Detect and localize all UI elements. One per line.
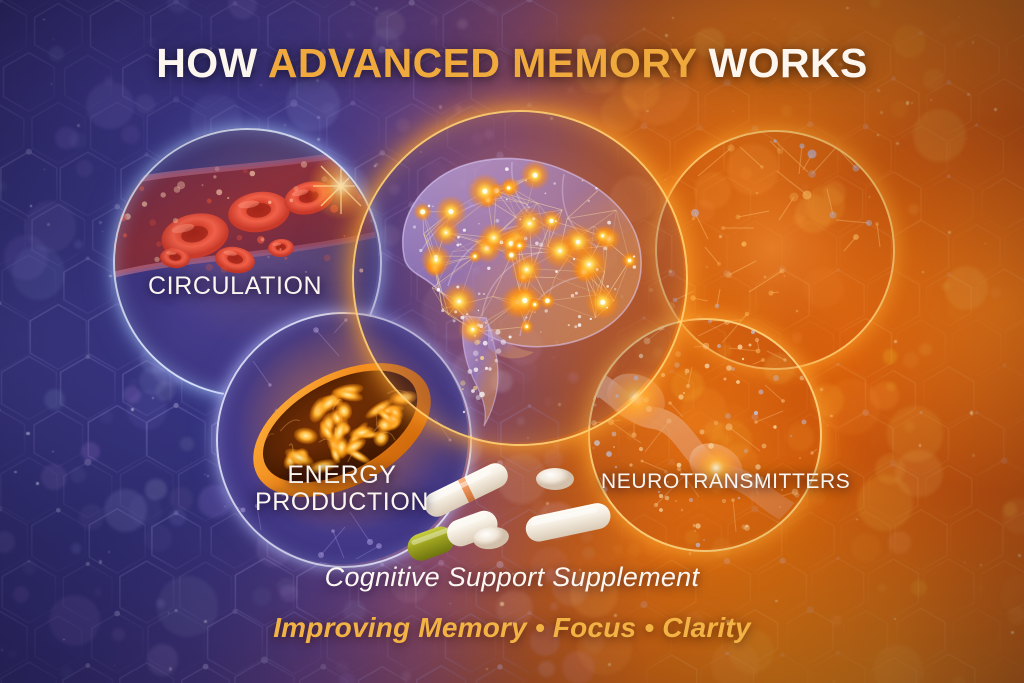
label-energy-line2: PRODUCTION	[254, 488, 430, 516]
title-part-1: HOW	[156, 40, 268, 86]
tagline-secondary: Improving Memory • Focus • Clarity	[273, 612, 751, 643]
label-circulation: CIRCULATION	[148, 272, 323, 300]
label-neurotransmitters: NEUROTRANSMITTERS	[601, 470, 851, 493]
tagline-primary: Cognitive Support Supplement	[324, 562, 700, 592]
title-part-3: WORKS	[696, 40, 868, 86]
label-energy-production: ENERGY PRODUCTION	[216, 462, 468, 516]
page-title: HOW ADVANCED MEMORY WORKS	[0, 40, 1024, 87]
title-part-2: ADVANCED MEMORY	[267, 40, 697, 86]
label-energy-line1: ENERGY	[287, 461, 397, 489]
